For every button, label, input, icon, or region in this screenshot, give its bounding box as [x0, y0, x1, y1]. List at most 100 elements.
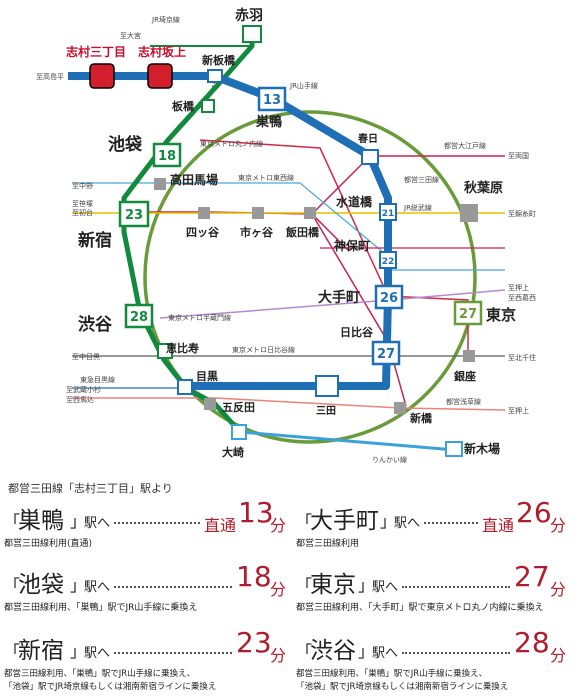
station-name-shinjuku: 新宿 [78, 230, 112, 251]
route-line: 「 大手町 」 駅へ 直通 26 分 [296, 496, 576, 535]
line-label-tokyu-meguro: 東急目黒線 [80, 375, 115, 384]
dest-hatsudai: 至初台 [72, 208, 93, 217]
station-code-shibuya: 28 [130, 310, 148, 325]
walk-legend-label: 徒歩 [510, 469, 524, 470]
dest-omiya: 至大宮 [120, 31, 141, 40]
line-label-sobu: JR総武線 [403, 203, 432, 212]
station-name-ebisu: 恵比寿 [166, 341, 199, 355]
route-fun: 分 [270, 580, 287, 599]
station-marker-shinkiba [445, 441, 463, 457]
line-label-mita: 都営三田線 [404, 175, 439, 184]
close-quote: 」 [358, 576, 375, 595]
leader-dots [402, 586, 510, 588]
leader-dots [114, 652, 232, 654]
station-code-box-hibiya [371, 340, 401, 366]
station-code-box-jimbocho [379, 251, 397, 269]
route-note: 都営三田線利用、「巣鴨」駅でJR山手線に乗換え、 「池袋」駅でJR埼京線もしくは… [296, 668, 508, 694]
dest-nishikasai: 至西葛西 [508, 293, 536, 302]
route-he: 駅へ [372, 646, 399, 661]
route-note-line: 「池袋」駅でJR埼京線もしくは湘南新宿ラインに乗換え [296, 682, 509, 692]
station-name-shimura3: 志村三丁目 [66, 44, 126, 59]
station-name-shinitabashi: 新板橋 [202, 53, 236, 67]
route-note: 都営三田線利用 [296, 538, 359, 551]
line-label-oedo: 都営大江戸線 [444, 141, 486, 150]
line-label-tozai: 東京メトロ東西線 [238, 173, 294, 182]
station-code-box-tokyo [453, 300, 483, 326]
station-marker-ebisu [157, 343, 173, 359]
station-code-sugamo: 13 [263, 93, 281, 108]
station-name-ichigaya: 市ヶ谷 [240, 225, 274, 239]
station-name-hibiya: 日比谷 [340, 325, 374, 339]
station-name-mita: 三田 [316, 405, 336, 417]
station-marker-gotanda [204, 398, 216, 410]
route-note-line: 都営三田線利用、「巣鴨」駅でJR山手線に乗換え、 [296, 669, 488, 679]
close-quote: 」 [70, 576, 87, 595]
close-quote: 」 [358, 642, 375, 661]
route-station: 新宿 [18, 638, 64, 664]
station-name-jimbocho: 神保町 [334, 238, 370, 253]
route-line: 「 池袋 」 駅へ 18 分 [4, 560, 286, 599]
route-fun: 分 [270, 646, 287, 665]
line-label-hanzomon: 東京メトロ半蔵門線 [168, 313, 231, 322]
route-station: 渋谷 [310, 638, 356, 664]
leader-dots [424, 522, 478, 524]
route-he: 駅へ [84, 580, 111, 595]
station-marker-mita [315, 375, 339, 397]
route-direct: 直通 [482, 516, 515, 535]
station-marker-yotsuya [198, 207, 210, 219]
route-direct: 直通 [204, 516, 237, 535]
dest-kitasenju: 至北千住 [508, 353, 536, 362]
station-code-box-shibuya [124, 303, 154, 329]
station-name-iidabashi: 飯田橋 [285, 225, 320, 239]
saikyo-line [121, 28, 255, 434]
dest-nakameguro: 至中目黒 [72, 352, 100, 361]
route-line: 「 新宿 」 駅へ 23 分 [4, 626, 286, 665]
station-name-tokyo: 東京 [486, 306, 516, 324]
route-minutes: 27 [514, 560, 550, 593]
station-name-shibuya: 渋谷 [78, 314, 113, 335]
open-quote: 「 [4, 512, 21, 531]
route-minutes: 26 [516, 496, 552, 529]
route-line: 「 東京 」 駅へ 27 分 [296, 560, 576, 599]
route-note: 都営三田線利用、「大手町」駅で東京メトロ丸ノ内線に乗換え [296, 602, 544, 615]
route-minutes: 23 [236, 626, 272, 659]
dest-nakano: 至中野 [72, 181, 93, 190]
station-marker-shinitabashi [207, 69, 223, 83]
route-he: 駅へ [84, 646, 111, 661]
station-marker-meguro [177, 379, 193, 395]
route-note-line: 都営三田線利用 [296, 539, 360, 549]
dest-ryogoku: 至両国 [508, 152, 529, 160]
station-name-ikebukuro: 池袋 [108, 134, 143, 155]
route-note: 都営三田線利用、「巣鴨」駅でJR山手線に乗換え、 「池袋」駅でJR埼京線もしくは… [4, 668, 216, 694]
station-name-akihabara: 秋葉原 [464, 180, 503, 196]
route-note-line: 「池袋」駅でJR埼京線もしくは湘南新宿ラインに乗換え [4, 682, 217, 692]
route-station: 大手町 [310, 508, 379, 534]
station-marker-kasuga [361, 149, 379, 165]
route-station: 東京 [310, 572, 356, 598]
station-code-tokyo: 27 [459, 307, 477, 322]
route-note-line: 都営三田線利用、「大手町」駅で東京メトロ丸ノ内線に乗換え [296, 603, 544, 613]
station-name-gotanda: 五反田 [222, 400, 255, 414]
station-code-box-ikebukuro [152, 142, 182, 168]
station-name-itabashi: 板橋 [172, 99, 195, 113]
route-line: 「 巣鴨 」 駅へ 直通 13 分 [4, 496, 286, 535]
route-note: 都営三田線利用(直通) [4, 538, 92, 551]
route-fun: 分 [550, 646, 567, 665]
leader-dots [114, 522, 200, 524]
line-label-rinkai: りんかい線 [372, 455, 407, 464]
route-note: 都営三田線利用、「巣鴨」駅でJR山手線に乗換え [4, 602, 197, 615]
railway-map: 13 18 23 28 21 22 26 27 27 赤羽 志村三丁目 志村坂上… [36, 8, 536, 470]
station-marker-shimura3 [89, 63, 115, 89]
route-fun: 分 [550, 516, 567, 535]
route-fun: 分 [550, 580, 567, 599]
open-quote: 「 [4, 576, 21, 595]
line-label-asakusa: 都営浅草線 [446, 397, 481, 406]
dest-musashikosugi: 至武蔵小杉 [66, 385, 101, 394]
station-code-box-sugamo [257, 86, 287, 112]
dest-takashimadaira: 至高島平 [36, 72, 64, 81]
open-quote: 「 [296, 576, 313, 595]
station-marker-akabane [242, 25, 262, 43]
station-code-box-suidobashi [379, 203, 397, 221]
access-intro: 都営三田線「志村三丁目」駅より [8, 482, 173, 495]
